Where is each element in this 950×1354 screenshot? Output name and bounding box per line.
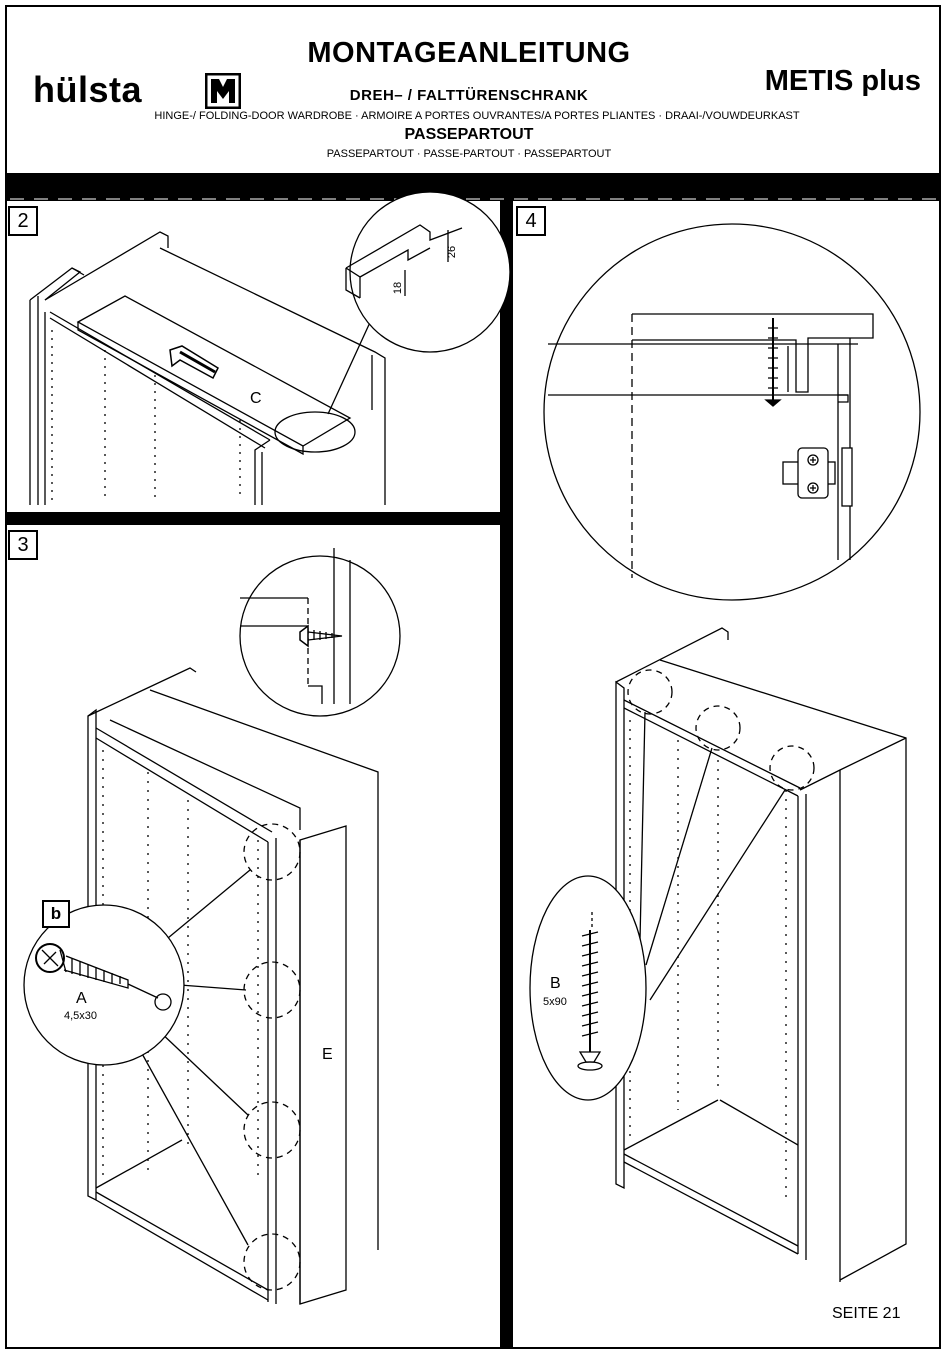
- step4-screw-size: 5x90: [543, 996, 567, 1008]
- step3-panel-label: E: [322, 1046, 333, 1064]
- page-number: SEITE 21: [832, 1305, 900, 1323]
- step-number-2: 2: [8, 206, 38, 236]
- step3-detail-label: b: [42, 900, 70, 928]
- step2-dimension-b: 18: [392, 282, 404, 294]
- step3-screw-part: A: [76, 990, 87, 1008]
- step2-drawing: [30, 192, 510, 505]
- step-number-4: 4: [516, 206, 546, 236]
- step-number-3: 3: [8, 530, 38, 560]
- step2-dimension-a: 26: [446, 246, 458, 258]
- step2-part-label: C: [250, 390, 262, 408]
- step4-screw-part: B: [550, 975, 561, 993]
- step3-drawing: [24, 548, 906, 1304]
- step3-screw-size: 4,5x30: [64, 1010, 97, 1022]
- step4-drawing: [544, 224, 920, 600]
